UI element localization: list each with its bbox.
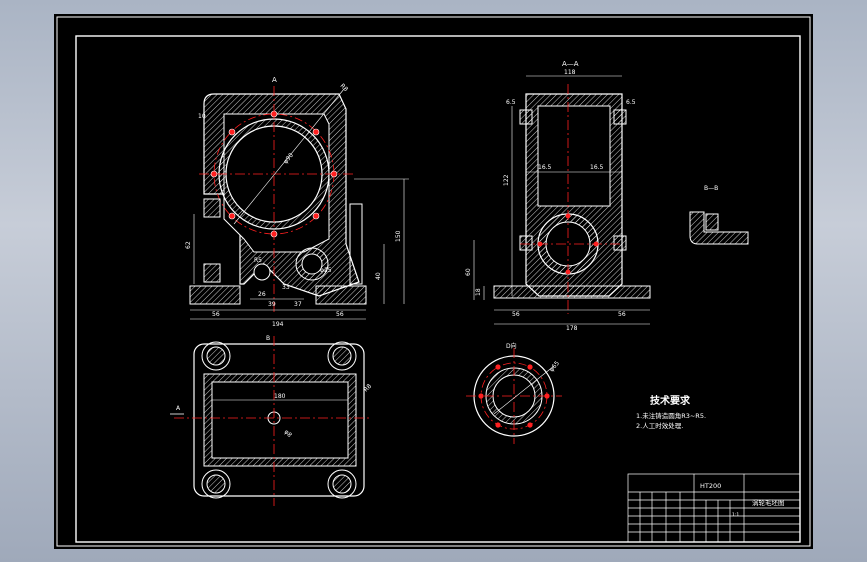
dim-front-b2: 39 xyxy=(268,301,276,308)
dim-side-top-width: 118 xyxy=(564,69,576,76)
side-inner-cavity xyxy=(537,105,611,207)
dim-front-base-right: 56 xyxy=(336,311,344,318)
cad-viewport[interactable]: A φ90 150 40 62 26 39 33 37 56 56 194 10… xyxy=(54,14,813,549)
front-diameter-leader xyxy=(233,88,345,225)
dim-front-right-height: 150 xyxy=(395,230,402,242)
dim-flange-pcd: φ65 xyxy=(548,360,561,374)
side-base xyxy=(493,285,651,299)
front-marker: A xyxy=(272,76,277,84)
side-lug-left-low xyxy=(519,235,533,251)
front-base-right xyxy=(315,285,367,305)
tech-req-title: 技术要求 xyxy=(650,394,691,407)
dim-side-bottom: 18 xyxy=(475,288,482,296)
tech-req-item-1: 1.未注铸造圆角R3~R5. xyxy=(636,411,706,420)
dim-side-height: 122 xyxy=(503,174,510,186)
flange-leader xyxy=(493,365,555,415)
dim-side-left-wall: 6.5 xyxy=(506,99,516,106)
detail-bb-lug xyxy=(705,213,719,231)
dim-side-inner-left: 16.5 xyxy=(538,164,552,171)
front-lower-boss-hole xyxy=(301,253,323,275)
title-block-scale: 1:1 xyxy=(732,512,739,518)
dim-front-b3: 33 xyxy=(282,284,290,291)
plan-outline xyxy=(193,343,365,497)
title-block xyxy=(627,473,801,543)
plan-arrow-label: A xyxy=(176,405,181,412)
title-block-name: 涡轮毛坯图 xyxy=(752,498,785,507)
detail-bb-title: B—B xyxy=(704,185,718,192)
dim-plan-inner-length: 180 xyxy=(274,393,286,400)
flange-view: D向 φ65 xyxy=(466,342,562,444)
front-small-boss xyxy=(253,263,271,281)
flange-bolt-holes xyxy=(478,364,550,428)
side-lug-right-low xyxy=(613,235,627,251)
dim-front-b-big: φ25 xyxy=(320,267,332,274)
dim-plan-corner: R8 xyxy=(362,383,373,394)
inner-frame xyxy=(75,35,801,543)
tech-req-item-2: 2.人工时效处理. xyxy=(636,421,683,430)
side-lug-left xyxy=(519,109,533,125)
dim-side-base-right: 56 xyxy=(618,311,626,318)
dim-front-b4: 37 xyxy=(294,301,302,308)
dim-side-inner-right: 16.5 xyxy=(590,164,604,171)
dim-front-left-height: 62 xyxy=(185,241,192,249)
outer-frame xyxy=(56,16,811,547)
title-block-material: HT200 xyxy=(700,482,721,490)
front-left-lug xyxy=(203,198,221,218)
detail-bb-view: B—B xyxy=(689,185,749,245)
plan-section-marker: B xyxy=(266,335,270,342)
dim-front-top-left: 10 xyxy=(198,113,206,120)
dim-front-b1: 26 xyxy=(258,291,266,298)
front-left-lug-2 xyxy=(203,263,221,283)
front-base-left xyxy=(189,285,241,305)
dim-plan-center-hole: φ8 xyxy=(283,428,294,439)
flange-title: D向 xyxy=(506,342,517,350)
engineering-drawing: A φ90 150 40 62 26 39 33 37 56 56 194 10… xyxy=(56,16,811,547)
dim-front-overall: 194 xyxy=(272,321,284,328)
side-title: A—A xyxy=(562,60,579,68)
front-right-rib xyxy=(349,203,363,285)
side-view: A—A 118 6.5 6.5 16.5 16.5 122 18 60 56 5… xyxy=(465,60,651,332)
dim-front-lower-right: 40 xyxy=(375,272,382,280)
front-view: A φ90 150 40 62 26 39 33 37 56 56 194 10… xyxy=(185,76,409,328)
dim-side-base-left: 56 xyxy=(512,311,520,318)
dim-side-overall: 178 xyxy=(566,325,578,332)
dim-side-right-wall: 6.5 xyxy=(626,99,636,106)
technical-requirements: 技术要求 1.未注铸造圆角R3~R5. 2.人工时效处理. xyxy=(636,394,706,430)
detail-bb-profile xyxy=(689,211,749,245)
plan-view: A B 180 φ8 R8 xyxy=(170,335,373,506)
dim-front-top-r: R8 xyxy=(339,82,350,93)
side-lug-right xyxy=(613,109,627,125)
dim-front-b-small: R5 xyxy=(254,257,262,264)
plan-corner-bosses xyxy=(201,341,357,499)
dim-side-lower: 60 xyxy=(465,268,472,276)
dim-front-base-left: 56 xyxy=(212,311,220,318)
